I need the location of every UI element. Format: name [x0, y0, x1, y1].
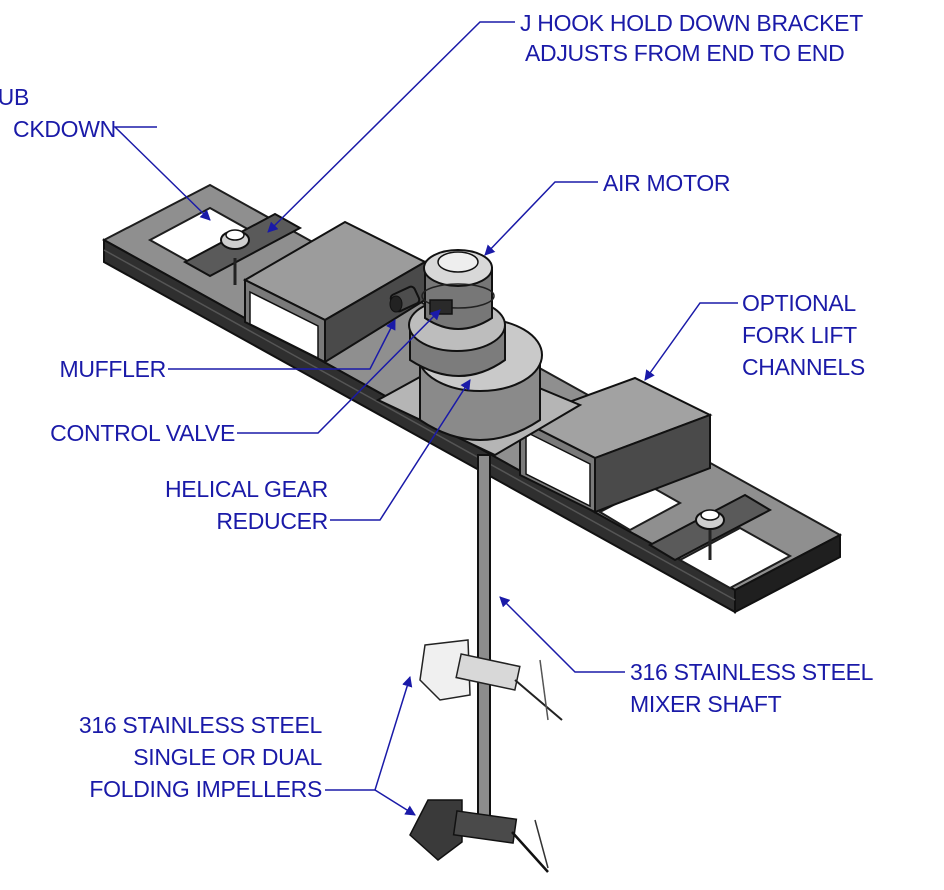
- leader-impeller-lower: [374, 789, 416, 816]
- label-muffler: MUFFLER: [59, 356, 166, 382]
- mixer-shaft: [477, 454, 491, 831]
- fork-lift-channel-left: [242, 220, 428, 364]
- label-tub-lockdown-line1: UB: [0, 84, 29, 110]
- leader-mixer-shaft: [499, 596, 625, 673]
- j-hook-bracket-right: [647, 493, 773, 562]
- label-air-motor: AIR MOTOR: [603, 170, 731, 196]
- label-impellers-line1: 316 STAINLESS STEEL: [78, 712, 322, 738]
- label-impellers-line2: SINGLE OR DUAL: [133, 744, 322, 770]
- label-fork-lift-line3: CHANNELS: [742, 354, 865, 380]
- label-j-hook-line1: J HOOK HOLD DOWN BRACKET: [520, 10, 863, 36]
- leader-control-valve: [237, 309, 441, 434]
- label-gear-reducer-line1: HELICAL GEAR: [165, 476, 328, 502]
- impeller-lower: [409, 799, 549, 873]
- label-j-hook-line2: ADJUSTS FROM END TO END: [525, 40, 845, 66]
- fork-lift-channel-right: [517, 376, 713, 514]
- impeller-upper: [419, 639, 563, 721]
- label-control-valve: CONTROL VALVE: [50, 420, 235, 446]
- leader-air-motor: [484, 181, 598, 256]
- leader-gear-reducer: [330, 379, 471, 521]
- leader-j-hook: [267, 21, 515, 233]
- leader-muffler: [168, 319, 396, 370]
- control-valve: [429, 299, 453, 315]
- label-fork-lift-line1: OPTIONAL: [742, 290, 856, 316]
- label-gear-reducer-line2: REDUCER: [216, 508, 328, 534]
- leader-impeller-upper: [325, 675, 413, 791]
- label-mixer-shaft-line1: 316 STAINLESS STEEL: [630, 659, 874, 685]
- label-tub-lockdown-line2: CKDOWN: [13, 116, 116, 142]
- leader-tub-lockdown: [113, 126, 211, 221]
- label-mixer-shaft-line2: MIXER SHAFT: [630, 691, 782, 717]
- leader-fork-lift: [644, 302, 738, 381]
- label-fork-lift-line2: FORK LIFT: [742, 322, 857, 348]
- callout-leaders: [113, 21, 738, 816]
- muffler: [389, 285, 421, 313]
- label-impellers-line3: FOLDING IMPELLERS: [89, 776, 322, 802]
